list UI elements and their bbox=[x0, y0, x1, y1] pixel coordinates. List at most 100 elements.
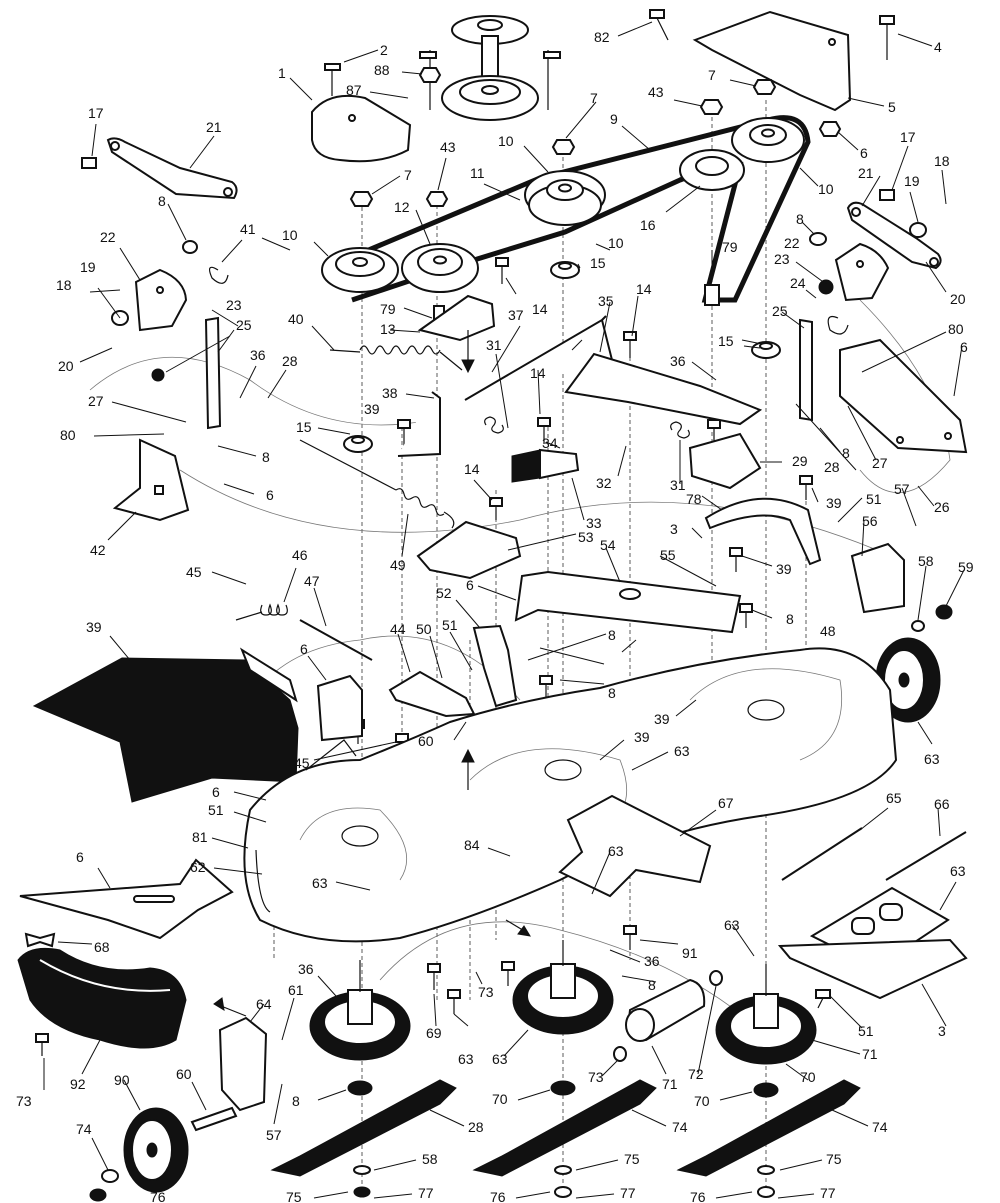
idler-arm-right bbox=[846, 201, 942, 270]
callout-6: 63 bbox=[674, 743, 690, 759]
callout-8: 73 bbox=[478, 984, 494, 1000]
callout-90: 92 bbox=[70, 1076, 86, 1092]
callout-63: 84 bbox=[464, 837, 480, 853]
callout-57: 60 bbox=[176, 1066, 192, 1082]
callout-27: 27 bbox=[88, 393, 104, 409]
callout-60: 90 bbox=[114, 1072, 130, 1088]
callout-27: 27 bbox=[872, 455, 888, 471]
baffle-78 bbox=[704, 497, 822, 566]
callout-60: 63 bbox=[924, 751, 940, 767]
cover-90 bbox=[17, 947, 187, 1049]
callout-81: 66 bbox=[934, 796, 950, 812]
blade-right bbox=[676, 1079, 861, 1177]
callout-6: 8 bbox=[608, 627, 616, 643]
callout-33: 33 bbox=[586, 515, 602, 531]
idler-arm-left bbox=[106, 137, 238, 200]
pulley-left bbox=[321, 247, 399, 293]
callout-25: 25 bbox=[772, 303, 788, 319]
callout-58: 58 bbox=[918, 553, 934, 569]
plate-33 bbox=[416, 520, 522, 580]
wheel-bracket-left bbox=[218, 1016, 268, 1112]
callout-57: 57 bbox=[894, 481, 910, 497]
callout-41: 41 bbox=[240, 221, 256, 237]
callout-52: 52 bbox=[436, 585, 452, 601]
callout-29: 29 bbox=[792, 453, 808, 469]
spring-49 bbox=[299, 439, 455, 529]
callout-14: 14 bbox=[464, 461, 480, 477]
callout-8: 51 bbox=[442, 617, 458, 633]
callout-28: 28 bbox=[282, 353, 298, 369]
callout-75: 75 bbox=[826, 1151, 842, 1167]
callout-8: 57 bbox=[266, 1127, 282, 1143]
callout-63: 39 bbox=[634, 729, 650, 745]
callout-74: 74 bbox=[872, 1119, 888, 1135]
callout-31: 31 bbox=[486, 337, 502, 353]
callout-62: 6 bbox=[76, 849, 84, 865]
callout-31: 31 bbox=[670, 477, 686, 493]
callout-39: 39 bbox=[826, 495, 842, 511]
callout-15: 15 bbox=[718, 333, 734, 349]
callout-51: 50 bbox=[416, 621, 432, 637]
callout-43: 43 bbox=[440, 139, 456, 155]
callout-80: 80 bbox=[948, 321, 964, 337]
callout-39: 8 bbox=[786, 611, 794, 627]
callout-10: 10 bbox=[282, 227, 298, 243]
callout-54: 54 bbox=[600, 537, 616, 553]
callout-61: 64 bbox=[256, 996, 272, 1012]
mower-deck-housing bbox=[243, 647, 898, 943]
callout-20: 20 bbox=[58, 358, 74, 374]
spindle-housing-center bbox=[512, 940, 614, 1035]
callout-73: 63 bbox=[492, 1051, 508, 1067]
callout-67: 65 bbox=[886, 790, 902, 806]
callout-66: 67 bbox=[718, 795, 734, 811]
callout-6: 6 bbox=[466, 577, 474, 593]
callout-6: 6 bbox=[860, 145, 868, 161]
idler-bracket bbox=[417, 294, 496, 342]
callout-55: 55 bbox=[660, 547, 676, 563]
callout-13: 13 bbox=[380, 321, 396, 337]
callout-56: 56 bbox=[862, 513, 878, 529]
callout-8: 8 bbox=[158, 193, 166, 209]
spindle-housing-right bbox=[715, 964, 817, 1065]
top-double-pulley bbox=[419, 15, 561, 121]
spring-46 bbox=[235, 603, 288, 621]
callout-49: 49 bbox=[390, 557, 406, 573]
callout-75: 58 bbox=[422, 1151, 438, 1167]
callout-10: 10 bbox=[608, 235, 624, 251]
callout-63: 63 bbox=[458, 1051, 474, 1067]
callout-5: 5 bbox=[888, 99, 896, 115]
bracket-29 bbox=[688, 432, 762, 490]
callout-6: 63 bbox=[608, 843, 624, 859]
pulley-center bbox=[524, 170, 606, 226]
callout-8: 8 bbox=[262, 449, 270, 465]
callout-65: 51 bbox=[208, 802, 224, 818]
callout-76: 77 bbox=[620, 1185, 636, 1201]
callout-8: 8 bbox=[796, 211, 804, 227]
side-guard-62 bbox=[19, 858, 234, 940]
callout-23: 23 bbox=[226, 297, 242, 313]
callout-8: 8 bbox=[842, 445, 850, 461]
callout-17: 17 bbox=[900, 129, 916, 145]
callout-3: 3 bbox=[670, 521, 678, 537]
hardware bbox=[111, 67, 927, 453]
callout-1: 1 bbox=[278, 65, 286, 81]
callout-74: 28 bbox=[468, 1119, 484, 1135]
callout-50: 44 bbox=[390, 621, 406, 637]
callout-10: 10 bbox=[498, 133, 514, 149]
callout-71: 72 bbox=[688, 1066, 704, 1082]
callout-73: 36 bbox=[298, 961, 314, 977]
callout-16: 16 bbox=[640, 217, 656, 233]
callout-76: 77 bbox=[820, 1185, 836, 1201]
callout-25: 25 bbox=[236, 317, 252, 333]
callout-46: 46 bbox=[292, 547, 308, 563]
callout-68: 63 bbox=[950, 863, 966, 879]
callout-14: 14 bbox=[530, 365, 546, 381]
callout-11: 11 bbox=[470, 165, 485, 181]
callout-80: 80 bbox=[60, 427, 76, 443]
callout-91: 68 bbox=[94, 939, 110, 955]
callout-4: 4 bbox=[934, 39, 942, 55]
rods bbox=[299, 315, 967, 881]
callout-73: 71 bbox=[862, 1046, 878, 1062]
belt-cover-right bbox=[692, 10, 852, 112]
